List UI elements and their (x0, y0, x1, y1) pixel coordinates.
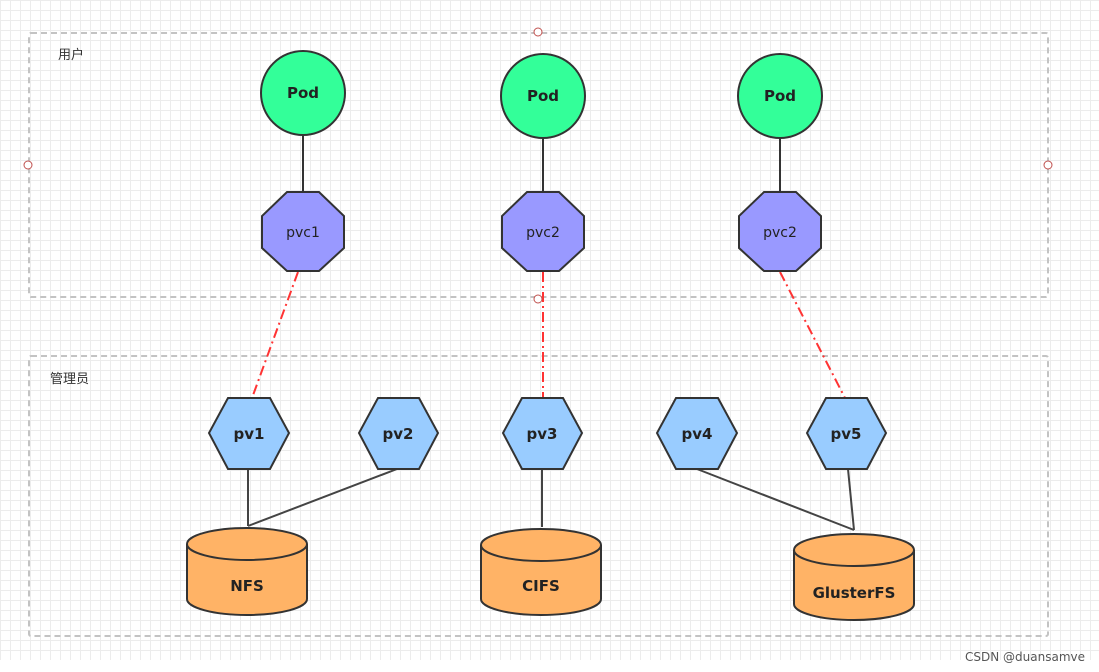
selection-handle-bottom[interactable] (533, 294, 543, 304)
pvc-node-1[interactable]: pvc1 (261, 191, 345, 272)
pod-label: Pod (527, 87, 559, 105)
admin-group-box[interactable] (28, 355, 1049, 637)
pvc-label: pvc1 (286, 225, 320, 241)
pv-node-2[interactable]: pv2 (357, 397, 440, 470)
user-group-label: 用户 (58, 48, 85, 63)
pv-label: pv4 (682, 425, 713, 443)
pv-node-3[interactable]: pv3 (501, 397, 584, 470)
pv-node-1[interactable]: pv1 (207, 397, 291, 470)
pod-label: Pod (287, 84, 319, 102)
pvc-node-3[interactable]: pvc2 (738, 191, 822, 272)
selection-handle-left[interactable] (23, 160, 33, 170)
pv4-gluster-link (696, 468, 855, 531)
binding-pvc2-pv5 (779, 271, 846, 399)
binding-pvc1-pv1 (251, 271, 299, 399)
selection-handle-right[interactable] (1043, 160, 1053, 170)
pod-node-3[interactable]: Pod (737, 53, 823, 139)
pvc-node-2[interactable]: pvc2 (501, 191, 585, 272)
pvc-label: pvc2 (526, 225, 560, 241)
pv-label: pv3 (527, 425, 558, 443)
pv-node-5[interactable]: pv5 (805, 397, 888, 470)
storage-cifs[interactable]: CIFS (480, 528, 602, 616)
pod-label: Pod (764, 87, 796, 105)
pv-label: pv2 (383, 425, 414, 443)
storage-label: NFS (230, 577, 264, 595)
pv-label: pv5 (831, 425, 862, 443)
admin-group-label: 管理员 (50, 372, 90, 387)
watermark-text: CSDN @duansamve (965, 650, 1085, 664)
pv2-nfs-link (247, 468, 398, 527)
pv5-gluster-link (847, 468, 855, 531)
selection-handle-top[interactable] (533, 27, 543, 37)
pvc-label: pvc2 (763, 225, 797, 241)
pv-label: pv1 (234, 425, 265, 443)
storage-glusterfs[interactable]: GlusterFS (793, 533, 915, 621)
storage-label: GlusterFS (813, 584, 896, 602)
pv-node-4[interactable]: pv4 (655, 397, 739, 470)
pod-node-1[interactable]: Pod (260, 50, 346, 136)
storage-nfs[interactable]: NFS (186, 527, 308, 616)
storage-label: CIFS (522, 577, 560, 595)
pod-node-2[interactable]: Pod (500, 53, 586, 139)
